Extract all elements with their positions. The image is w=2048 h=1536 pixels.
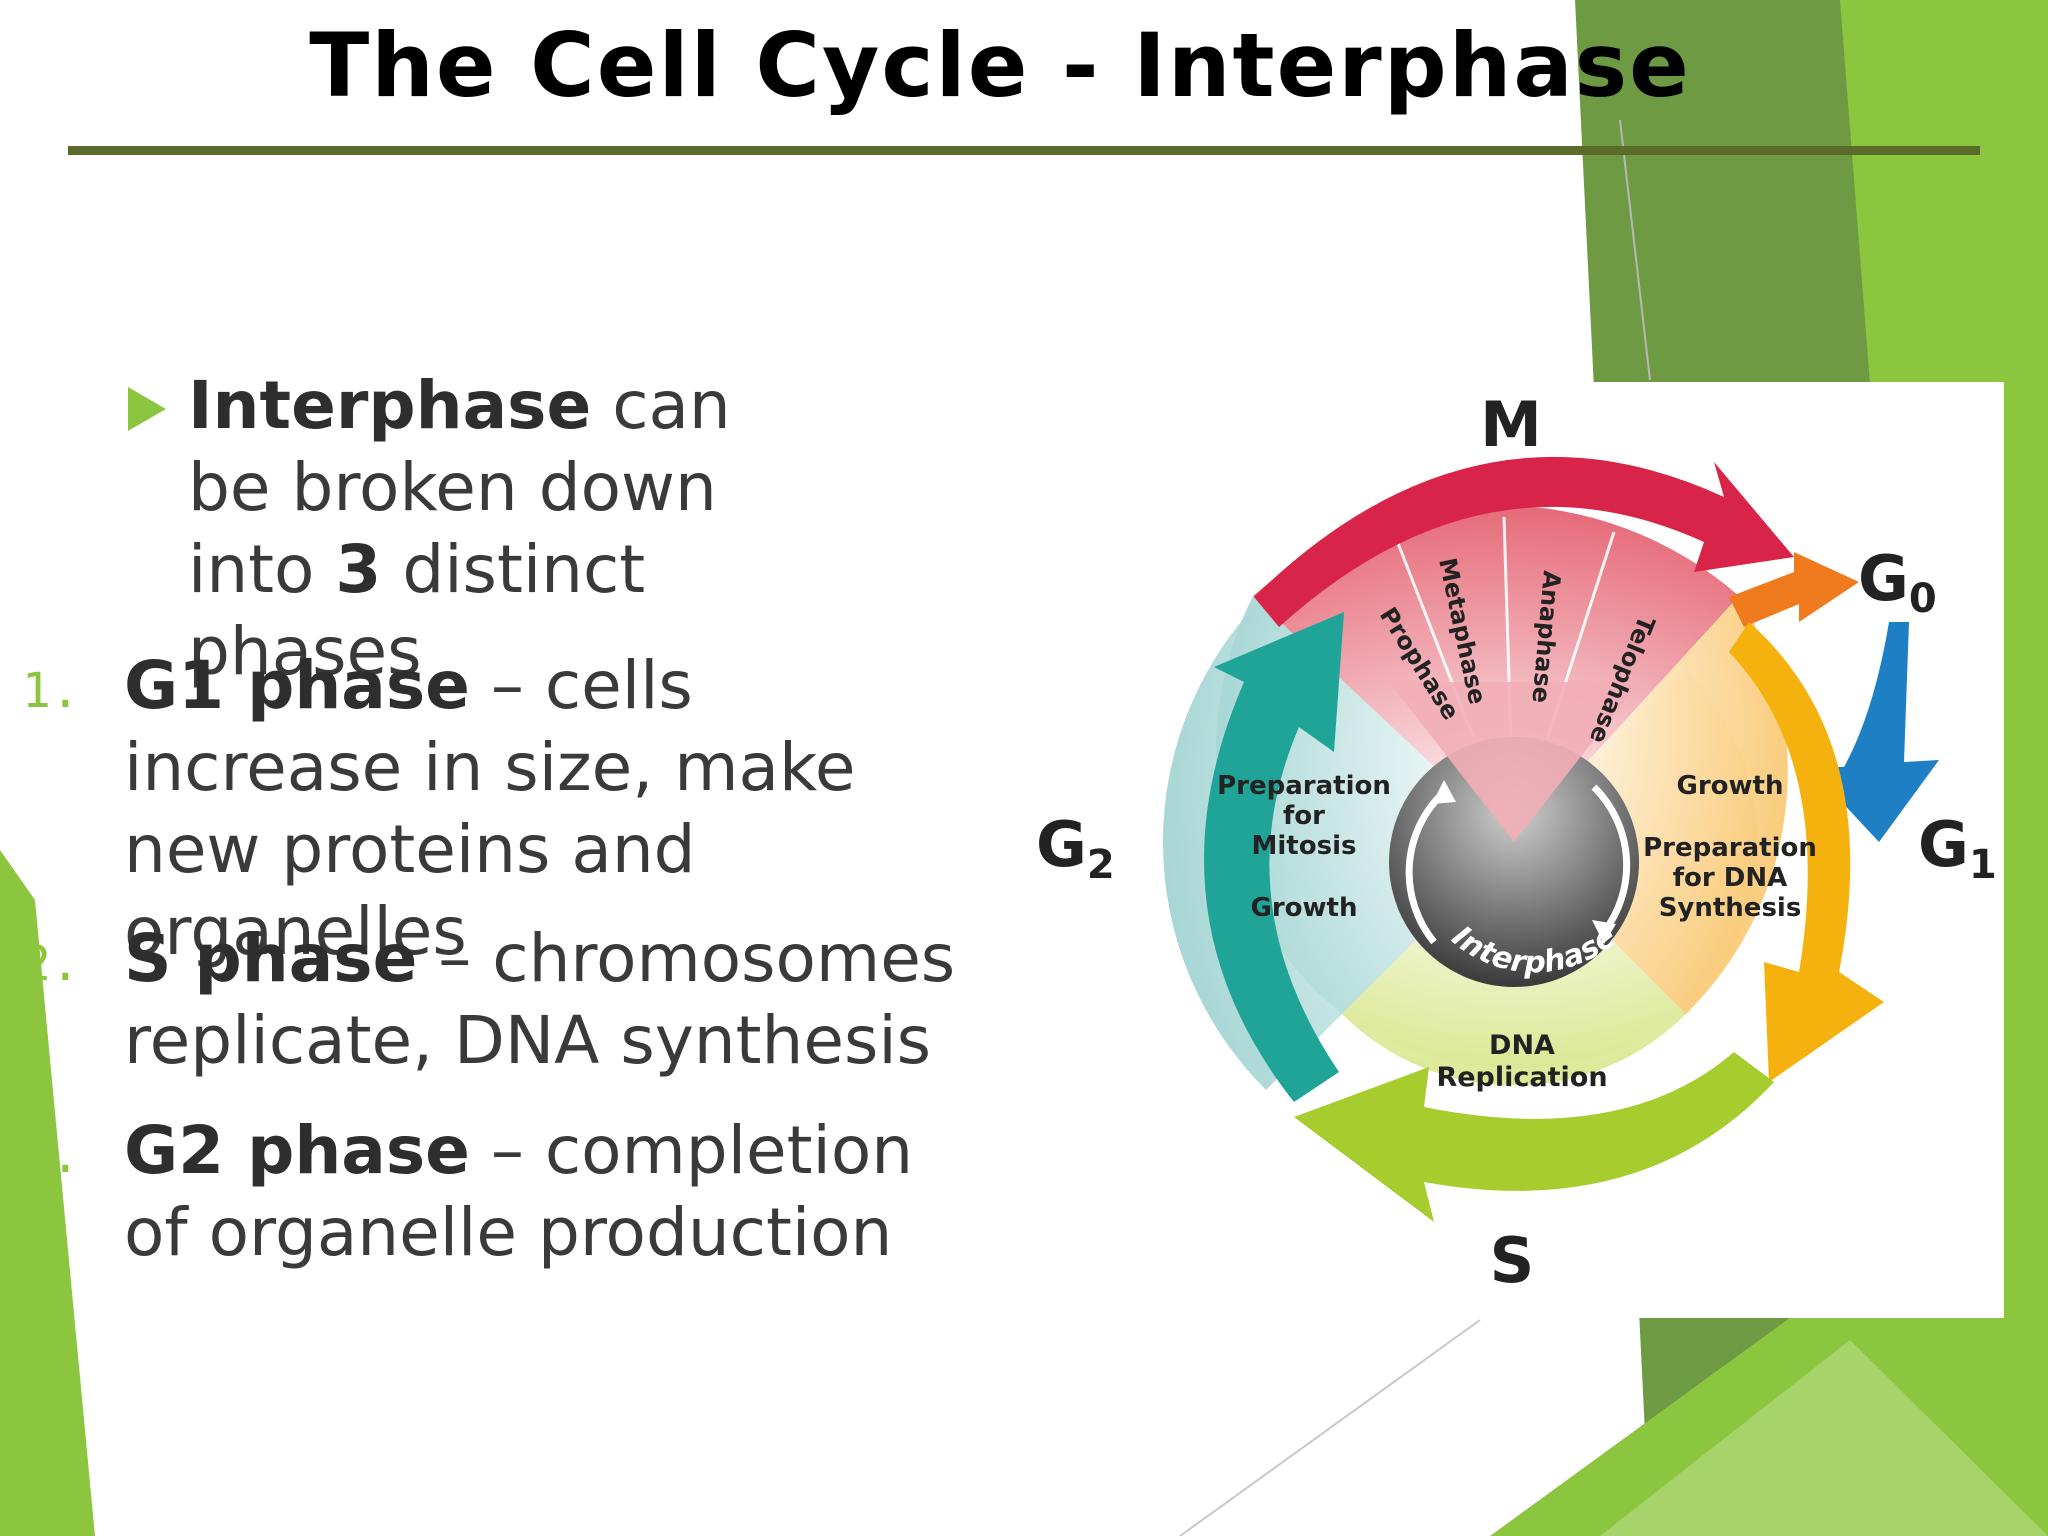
g2-text-2: for: [1283, 801, 1325, 831]
title-underline: [68, 146, 1980, 155]
s-phase-bold: S phase: [124, 920, 418, 997]
list-item-text: G1 phase – cells increase in size, make …: [124, 645, 980, 973]
core-arrowhead-right: [1592, 920, 1616, 944]
core-arrow-left: [1405, 789, 1447, 945]
s-text-1: DNA: [1489, 1030, 1555, 1061]
bg-thin-line-2: [1179, 1319, 1481, 1536]
bullet-triangle-icon: [128, 387, 166, 431]
core-arrow-right: [1591, 784, 1631, 935]
g2-arrow: [1204, 612, 1344, 1102]
bullet-text-a: can be broken down into: [188, 367, 731, 608]
list-number: 3.: [22, 1128, 80, 1184]
g0-subscript: 0: [1909, 576, 1937, 622]
g2-subscript: 2: [1087, 842, 1115, 888]
g1-text-3: for DNA: [1673, 863, 1788, 893]
bullet-text-b: distinct phases: [188, 531, 646, 690]
g1-description: – cells increase in size, make new prote…: [124, 647, 856, 970]
g1-letter: G: [1918, 808, 1969, 881]
g0-phase-letter: G0: [1858, 542, 1937, 622]
g2-phase-letter: G2: [1036, 808, 1115, 888]
list-number: 1.: [22, 663, 80, 719]
g1-text-2: Preparation: [1643, 833, 1817, 863]
s-arrow: [1294, 1052, 1774, 1222]
phase-count: 3: [335, 531, 382, 608]
cell-cycle-diagram: Interphase Prophase Metaphase Anaphase T…: [1004, 382, 2004, 1318]
list-number: 2.: [22, 936, 80, 992]
g1-subscript: 1: [1969, 842, 1997, 888]
intro-bullet: Interphase can be broken down into 3 dis…: [128, 365, 828, 693]
s-description: – chromosomes replicate, DNA synthesis: [124, 920, 956, 1079]
s-phase-letter: S: [1490, 1224, 1535, 1297]
g2-letter: G: [1036, 808, 1087, 881]
g1-text-1: Growth: [1677, 771, 1784, 801]
m-phase-letter: M: [1480, 388, 1542, 461]
list-item-g2: 3. G2 phase – completion of organelle pr…: [0, 1110, 980, 1274]
bg-shape-left: [0, 850, 95, 1536]
list-item-g1: 1. G1 phase – cells increase in size, ma…: [0, 645, 980, 973]
list-item-s: 2. S phase – chromosomes replicate, DNA …: [0, 918, 980, 1082]
g1-arrow: [1729, 622, 1884, 1082]
g0-letter: G: [1858, 542, 1909, 615]
slide-title: The Cell Cycle - Interphase: [309, 14, 1691, 117]
bg-thin-line: [1619, 119, 1651, 381]
g1-phase-letter: G1: [1918, 808, 1997, 888]
g2-text-3: Mitosis: [1252, 831, 1357, 861]
g0-arrow: [1729, 552, 1859, 627]
list-item-text: S phase – chromosomes replicate, DNA syn…: [124, 918, 980, 1082]
g1-phase-bold: G1 phase: [124, 647, 470, 724]
cell-cycle-svg: Interphase Prophase Metaphase Anaphase T…: [1036, 388, 1997, 1297]
s-text-2: Replication: [1436, 1062, 1607, 1093]
interphase-bold: Interphase: [188, 367, 592, 444]
intro-bullet-text: Interphase can be broken down into 3 dis…: [188, 365, 828, 693]
core-arrowhead-left: [1432, 780, 1456, 804]
g1-text-4: Synthesis: [1659, 893, 1802, 923]
mitosis-sector: [1253, 505, 1739, 842]
g2-text-1: Preparation: [1217, 771, 1391, 801]
list-item-text: G2 phase – completion of organelle produ…: [124, 1110, 980, 1274]
g2-text-4: Growth: [1251, 893, 1358, 923]
g2-phase-bold: G2 phase: [124, 1112, 470, 1189]
g2-description: – completion of organelle production: [124, 1112, 914, 1271]
m-arrow: [1254, 456, 1794, 627]
core-notch: [1389, 682, 1639, 842]
bg-shape-bottom-right-pale: [1600, 1340, 2048, 1536]
